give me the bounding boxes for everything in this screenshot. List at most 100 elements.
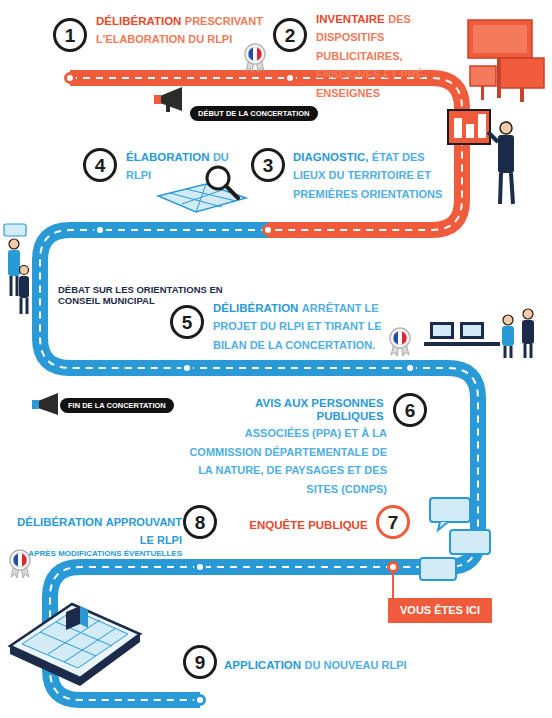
billboards bbox=[520, 88, 524, 102]
road-band bbox=[187, 360, 410, 376]
concertation-tag: DÉBUT DE LA CONCERTATION bbox=[190, 106, 318, 121]
step-text: DÉLIBÉRATIONPRESCRIVANT L'ELABORATION DU… bbox=[96, 11, 264, 48]
step-number-circle: 5 bbox=[170, 305, 204, 339]
step-number-circle: 6 bbox=[393, 393, 427, 427]
council-people bbox=[19, 276, 29, 298]
road-segment bbox=[268, 78, 462, 230]
office-people bbox=[523, 309, 533, 319]
step-heading: APPLICATION bbox=[224, 659, 301, 671]
step-body: APRÈS MODIFICATIONS ÉVENTUELLES bbox=[6, 549, 182, 558]
step-text: APPLICATION DU NOUVEAU RLPI bbox=[224, 655, 474, 673]
step-marker: 3DIAGNOSTIC,ÉTAT DES LIEUX DU TERRITOIRE… bbox=[251, 148, 285, 230]
step-body: APPROUVANT LE RLPI bbox=[106, 516, 182, 546]
council-people bbox=[21, 298, 27, 314]
step-number-circle: 1 bbox=[53, 18, 87, 52]
office-people bbox=[503, 315, 513, 325]
marker-text: VOUS ÊTES ICI bbox=[400, 604, 480, 617]
megaphone-end bbox=[38, 393, 58, 415]
office-people bbox=[522, 320, 534, 344]
megaphone-start bbox=[154, 95, 161, 104]
concertation-tag: FIN DE LA CONCERTATION bbox=[60, 398, 174, 413]
billboards bbox=[500, 58, 544, 88]
road-dashes bbox=[200, 566, 393, 568]
office-people bbox=[424, 342, 500, 346]
tablet-with-map bbox=[10, 604, 140, 678]
road-segment bbox=[187, 368, 410, 369]
chat-bubbles bbox=[420, 498, 490, 580]
presenter-with-screen bbox=[466, 124, 474, 138]
presenter-with-screen bbox=[500, 173, 513, 204]
step-heading: ÉLABORATION bbox=[126, 151, 209, 163]
flag-badge bbox=[245, 44, 265, 72]
step-heading: ENQUÊTE PUBLIQUE bbox=[249, 519, 367, 531]
presenter-with-screen bbox=[454, 118, 462, 138]
office-people bbox=[502, 326, 514, 346]
step-marker: 8DÉLIBÉRATIONAPPROUVANT LE RLPIAPRÈS MOD… bbox=[183, 505, 217, 567]
step-marker: 2INVENTAIREDES DISPOSITIFS PUBLICITAIRES… bbox=[273, 18, 307, 78]
step-number-circle: 9 bbox=[183, 645, 217, 679]
office-people bbox=[505, 346, 511, 358]
presenter-with-screen bbox=[498, 135, 514, 173]
council-people bbox=[9, 239, 19, 249]
road-segment bbox=[100, 230, 268, 231]
step-number: 6 bbox=[405, 401, 416, 420]
step-heading: DÉLIBÉRATION bbox=[96, 15, 181, 27]
step-text: DÉLIBÉRATIONARRÊTANT LE PROJET DU RLPI E… bbox=[213, 298, 385, 353]
road-segment bbox=[200, 567, 393, 568]
step-body: ASSOCIÉES (PPA) ET À LA COMMISSION DÉPAR… bbox=[189, 427, 387, 494]
tablet-with-map bbox=[80, 606, 88, 628]
road-dot bbox=[284, 72, 296, 84]
step-number-circle: 3 bbox=[251, 148, 285, 182]
megaphone-start bbox=[154, 87, 182, 112]
billboards bbox=[470, 66, 496, 86]
road-band bbox=[100, 222, 268, 238]
billboards bbox=[468, 20, 544, 102]
step-heading: INVENTAIRE bbox=[316, 13, 385, 25]
step-text: INVENTAIREDES DISPOSITIFS PUBLICITAIRES,… bbox=[316, 9, 466, 101]
tablet-with-map bbox=[40, 620, 116, 662]
step-text: DÉLIBÉRATION APPROUVANT LE RLPI APRÈS MODI… bbox=[6, 512, 182, 558]
road-dashes bbox=[268, 78, 462, 230]
step-number: 2 bbox=[285, 26, 296, 45]
road-band bbox=[200, 559, 393, 575]
billboards bbox=[473, 25, 527, 53]
chat-bubbles bbox=[420, 558, 456, 580]
step-number: 8 bbox=[195, 513, 206, 532]
step-heading: DIAGNOSTIC, bbox=[293, 151, 368, 163]
step-text: ÉLABORATIONDU RLPI bbox=[126, 147, 206, 184]
road-dot bbox=[387, 561, 399, 573]
tag-text: FIN DE LA CONCERTATION bbox=[68, 401, 166, 410]
step-number-circle: 2 bbox=[273, 18, 307, 52]
step-number: 1 bbox=[65, 26, 76, 45]
step-marker: 5DÉLIBÉRATIONARRÊTANT LE PROJET DU RLPI … bbox=[170, 305, 204, 368]
office-people bbox=[433, 325, 451, 336]
step-text: DIAGNOSTIC,ÉTAT DES LIEUX DU TERRITOIRE … bbox=[293, 147, 443, 202]
step-heading: DÉLIBÉRATION bbox=[17, 516, 102, 528]
chat-bubbles bbox=[430, 498, 470, 522]
office-people bbox=[430, 322, 454, 339]
megaphone-start bbox=[160, 87, 182, 111]
chat-bubbles bbox=[438, 522, 448, 530]
step-heading: DÉLIBÉRATION bbox=[213, 302, 298, 314]
megaphone-end bbox=[32, 393, 58, 415]
road-dot bbox=[64, 72, 76, 84]
office-people bbox=[460, 322, 484, 339]
council-people bbox=[11, 276, 17, 296]
billboards bbox=[468, 20, 532, 58]
road-dot bbox=[181, 362, 193, 374]
step-body: DU NOUVEAU RLPI bbox=[305, 659, 407, 671]
map-with-magnifier bbox=[226, 186, 238, 198]
step-number: 9 bbox=[195, 653, 206, 672]
office-people bbox=[463, 325, 481, 336]
council-people bbox=[4, 224, 29, 314]
chat-bubbles bbox=[450, 530, 490, 554]
council-people bbox=[20, 266, 29, 275]
step-number: 4 bbox=[95, 156, 106, 175]
presenter-with-screen bbox=[448, 110, 514, 204]
council-people bbox=[4, 224, 26, 236]
road-dashes bbox=[187, 367, 410, 369]
flag-badge bbox=[10, 550, 30, 578]
presenter-with-screen bbox=[488, 132, 498, 142]
road-dot bbox=[262, 224, 274, 236]
